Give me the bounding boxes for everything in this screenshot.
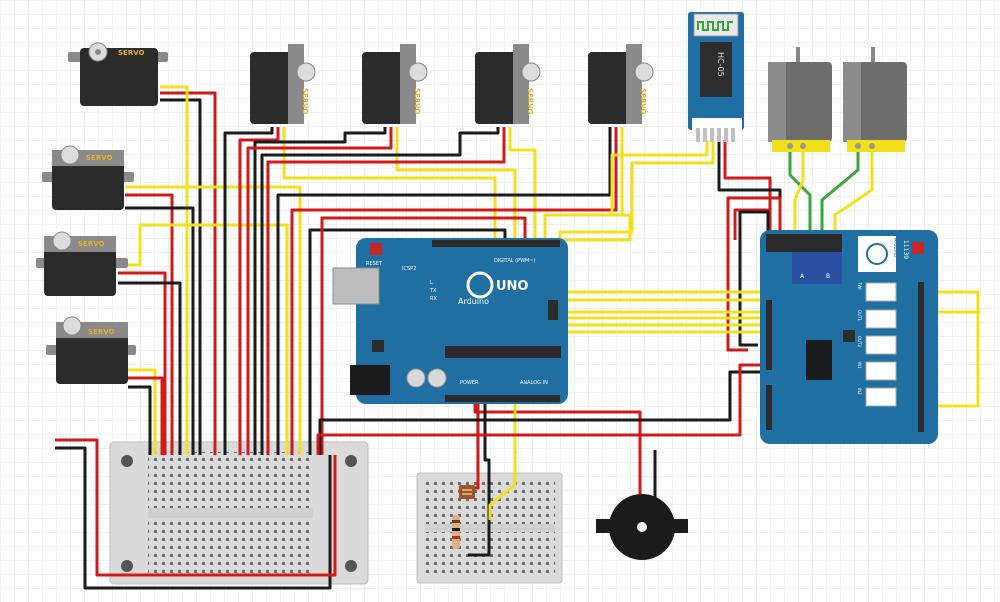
servo-8-label: SERVO: [639, 88, 647, 115]
motor-shield: Arduino 11139 TWI OUT1 OUT2 IN1 IN2 A B: [760, 230, 938, 444]
arduino-reset-label: RESET: [366, 261, 383, 267]
servo-6-label: SERVO: [413, 88, 421, 115]
servo-8: SERVO: [588, 44, 654, 124]
dc-motor-1: [768, 47, 832, 152]
servo-1: SERVO: [68, 42, 168, 106]
bluetooth-module: HC-05: [688, 12, 744, 142]
motor-label-a: A: [800, 273, 805, 280]
motor-shield-logo: Arduino: [892, 238, 898, 257]
servo-5-label: SERVO: [301, 88, 309, 115]
arduino-analog-label: ANALOG IN: [520, 380, 548, 386]
servo-4-label: SERVO: [88, 328, 115, 336]
servo-3: SERVO: [36, 231, 128, 296]
arduino-rx-label: RX: [430, 296, 437, 302]
port-label-3: IN1: [857, 362, 862, 369]
port-label-1: OUT1: [857, 310, 862, 322]
arduino-uno: RESET ICSP2 DIGITAL (PWM~) Arduino UNO T…: [332, 238, 568, 404]
arduino-l-label: L: [430, 280, 433, 286]
arduino-icsp-label: ICSP2: [402, 266, 416, 272]
servo-5: SERVO: [250, 44, 316, 124]
arduino-brand: Arduino: [458, 297, 489, 306]
servo-2: SERVO: [42, 145, 134, 210]
main-breadboard: [109, 441, 369, 585]
dc-motor-2: [843, 47, 907, 152]
servo-7: SERVO: [475, 44, 541, 124]
servo-1-label: SERVO: [118, 49, 145, 57]
port-label-0: TWI: [857, 281, 862, 290]
servo-2-label: SERVO: [86, 154, 113, 162]
servo-4: SERVO: [46, 316, 136, 384]
port-label-4: IN2: [857, 388, 862, 395]
servo-6: SERVO: [362, 44, 428, 124]
motor-shield-port-labels: TWI OUT1 OUT2 IN1 IN2: [857, 281, 862, 395]
arduino-power-label: POWER: [460, 380, 479, 386]
wires: [55, 85, 980, 590]
resistor: [452, 515, 460, 549]
buzzer: [596, 494, 688, 560]
port-label-2: OUT2: [857, 336, 862, 348]
motor-shield-id: 11139: [902, 240, 909, 259]
arduino-model: UNO: [496, 279, 529, 294]
photoresistor: [459, 485, 475, 499]
servo-3-label: SERVO: [78, 240, 105, 248]
motor-label-b: B: [826, 273, 830, 280]
arduino-digital-label: DIGITAL (PWM~): [494, 258, 536, 264]
bluetooth-label: HC-05: [716, 52, 725, 77]
servo-7-label: SERVO: [526, 88, 534, 115]
arduino-tx-label: TX: [429, 288, 437, 294]
